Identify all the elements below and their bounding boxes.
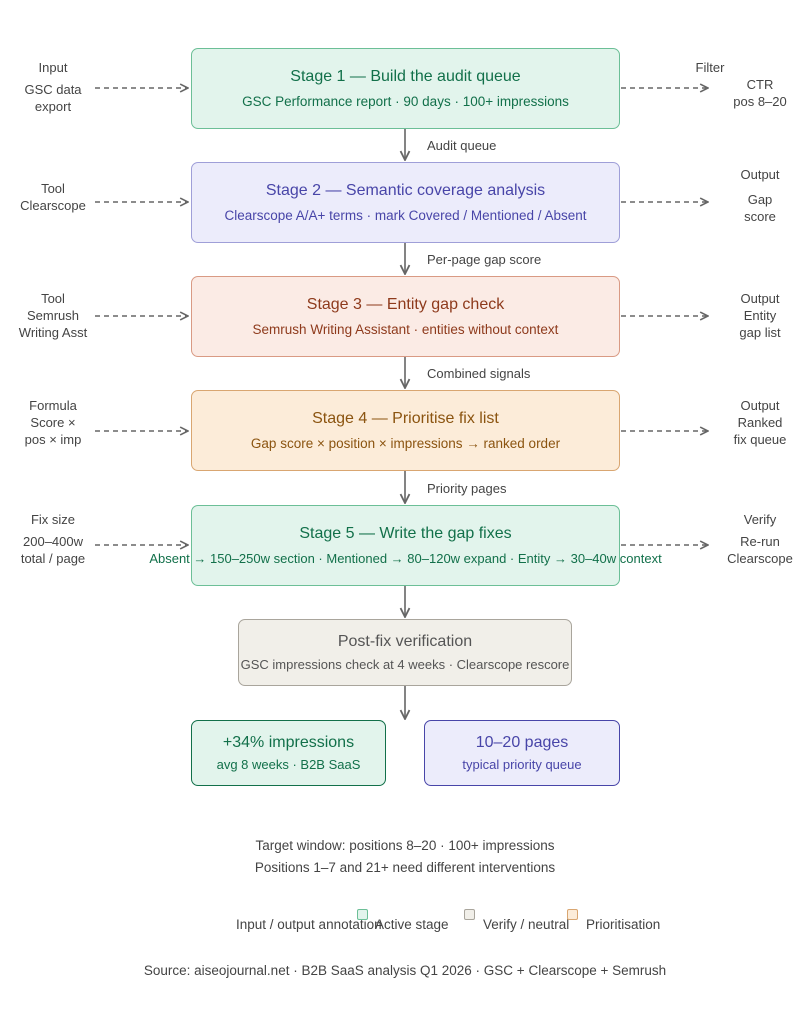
connector-label-2: Per-page gap score (427, 252, 542, 267)
stage-5-title: Stage 5 — Write the gap fixes (299, 524, 512, 542)
right-annotation-4: Output Ranked fix queue (718, 397, 802, 448)
legend-swatch-neutral (464, 909, 475, 920)
verification-title: Post-fix verification (337, 632, 473, 650)
result-pages-box: 10–20 pages typical priority queue (424, 720, 620, 786)
legend-label-prioritisation: Prioritisation (586, 917, 661, 932)
stage-2-title: Stage 2 — Semantic coverage analysis (265, 181, 546, 199)
legend-swatch-active (357, 909, 368, 920)
source-note: Source: aiseojournal.net · B2B SaaS anal… (143, 963, 667, 978)
stage-3-box: Stage 3 — Entity gap check Semrush Writi… (191, 276, 620, 357)
right-annotation-2-line-1: Gap (747, 192, 773, 207)
left-annotation-4-line-1: Score × (30, 415, 76, 430)
connector-label-1: Audit queue (427, 138, 497, 153)
result-pages-detail: typical priority queue (462, 757, 582, 772)
left-annotation-3-line-1: Semrush (26, 308, 80, 323)
right-annotation-5-line-2: Clearscope (727, 551, 793, 566)
left-annotation-4-line-2: pos × imp (24, 432, 82, 447)
legend-label-active: Active stage (375, 917, 449, 932)
note-other-positions: Positions 1–7 and 21+ need different int… (254, 860, 556, 875)
right-annotation-1-body: CTR pos 8–20 (720, 76, 800, 110)
left-annotation-2-head: Tool (41, 181, 65, 196)
left-annotation-1-line-1: GSC data (24, 82, 82, 97)
left-annotation-5: Fix size 200–400w total / page (8, 511, 98, 567)
right-annotation-3-line-2: gap list (739, 325, 781, 340)
stage-5-box: Stage 5 — Write the gap fixes Absent → 1… (149, 505, 662, 586)
left-annotation-5-head: Fix size (30, 512, 76, 527)
right-annotation-1-line-2: pos 8–20 (733, 94, 787, 109)
left-annotation-1-head: Input (38, 60, 68, 75)
stage-4-box: Stage 4 — Prioritise fix list Gap score … (191, 390, 620, 471)
note-target-window: Target window: positions 8–20 · 100+ imp… (255, 838, 555, 853)
left-annotation-4: Formula Score × pos × imp (8, 397, 98, 448)
right-annotation-5-head: Verify (743, 512, 777, 527)
right-annotation-5: Verify Re-run Clearscope (718, 511, 802, 567)
right-annotation-2-line-2: score (744, 209, 776, 224)
left-annotation-1-line-2: export (34, 99, 72, 114)
stage-3-title: Stage 3 — Entity gap check (306, 295, 505, 313)
result-impressions-value: +34% impressions (222, 734, 355, 751)
right-annotation-3-head: Output (740, 291, 780, 306)
right-annotation-1-line-1: CTR (746, 77, 774, 92)
left-annotation-2: Tool Clearscope (8, 180, 98, 214)
stage-1-subtitle: GSC Performance report · 90 days · 100+ … (242, 93, 569, 109)
left-annotation-3-line-2: Writing Asst (18, 325, 88, 340)
right-annotation-3: Output Entity gap list (718, 290, 802, 341)
left-annotation-2-line-1: Clearscope (20, 198, 86, 213)
left-annotation-5-line-1: 200–400w (23, 534, 83, 549)
stage-5-subtitle: Absent → 150–250w section · Mentioned → … (149, 550, 662, 566)
stage-4-subtitle: Gap score × position × impressions → ran… (250, 435, 561, 451)
verification-subtitle: GSC impressions check at 4 weeks · Clear… (240, 656, 570, 672)
legend-swatch-prioritisation (567, 909, 578, 920)
right-annotation-3-line-1: Entity (743, 308, 777, 323)
right-annotation-5-line-1: Re-run (740, 534, 780, 549)
right-annotation-4-line-2: fix queue (733, 432, 787, 447)
right-annotation-2-head: Output (740, 167, 780, 182)
left-annotation-3: Tool Semrush Writing Asst (8, 290, 98, 341)
stage-1-box: Stage 1 — Build the audit queue GSC Perf… (191, 48, 620, 129)
connector-label-3: Combined signals (427, 366, 531, 381)
left-annotation-3-head: Tool (41, 291, 65, 306)
result-impressions-detail: avg 8 weeks · B2B SaaS (216, 757, 361, 772)
legend-label-neutral: Verify / neutral (483, 917, 570, 932)
stage-2-box: Stage 2 — Semantic coverage analysis Cle… (191, 162, 620, 243)
right-annotation-1: Filter (670, 59, 750, 81)
result-impressions-box: +34% impressions avg 8 weeks · B2B SaaS (191, 720, 386, 786)
left-annotation-5-line-2: total / page (20, 551, 86, 566)
left-annotation-4-head: Formula (29, 398, 77, 413)
right-annotation-4-head: Output (740, 398, 780, 413)
right-annotation-1-head: Filter (695, 60, 725, 75)
verification-box: Post-fix verification GSC impressions ch… (238, 619, 572, 686)
connector-label-4: Priority pages (427, 481, 507, 496)
legend-label-annotation: Input / output annotation (236, 917, 382, 932)
left-annotation-1: Input GSC data export (8, 59, 98, 115)
result-pages-value: 10–20 pages (475, 734, 569, 751)
stage-2-subtitle: Clearscope A/A+ terms · mark Covered / M… (224, 207, 587, 223)
stage-1-title: Stage 1 — Build the audit queue (290, 67, 521, 85)
right-annotation-2: Output Gap score (718, 166, 802, 225)
right-annotation-4-line-1: Ranked (737, 415, 783, 430)
stage-4-title: Stage 4 — Prioritise fix list (312, 409, 499, 427)
stage-3-subtitle: Semrush Writing Assistant · entities wit… (252, 321, 559, 337)
